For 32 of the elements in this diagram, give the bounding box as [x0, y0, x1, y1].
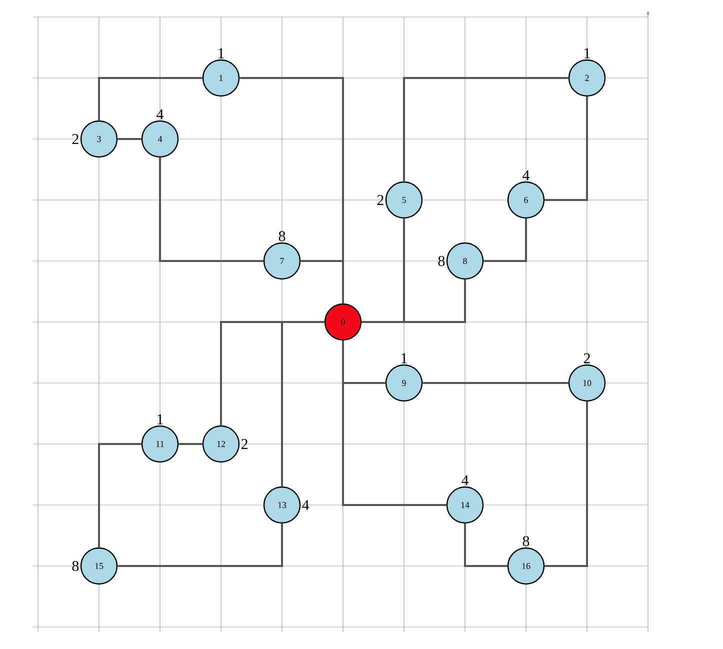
weight-label: 4 — [302, 500, 310, 510]
weight-label: 2 — [72, 134, 78, 144]
weight-label: 8 — [72, 560, 79, 572]
weight-label: 2 — [584, 353, 590, 364]
connector-line — [118, 524, 283, 567]
weight-label: 4 — [522, 170, 530, 180]
connector-line — [544, 402, 588, 567]
weight-label: 1 — [584, 48, 590, 58]
weight-label: 4 — [156, 109, 164, 120]
weight-label: 1 — [218, 48, 224, 58]
weight-label: 2 — [241, 439, 248, 449]
connector-line — [362, 280, 466, 323]
connector-line — [544, 96, 588, 201]
connector-line — [422, 382, 568, 384]
connector-line — [300, 260, 344, 304]
connector-line — [98, 443, 142, 548]
connector-line — [159, 158, 264, 262]
weight-label: 8 — [522, 536, 530, 546]
weight-label: 1 — [158, 414, 163, 424]
connector-line — [98, 77, 202, 120]
connector-line — [464, 524, 508, 567]
weight-label: 8 — [278, 231, 286, 242]
connector-line — [118, 138, 142, 140]
connector-line — [281, 321, 324, 486]
weight-label: 4 — [462, 475, 469, 486]
connector-line — [484, 218, 527, 262]
connector-line — [178, 443, 202, 445]
connector-line — [342, 340, 446, 506]
connector-line — [403, 77, 568, 182]
weight-label: 8 — [438, 256, 445, 266]
weight-label: 2 — [377, 195, 384, 205]
weight-label: 1 — [402, 353, 407, 364]
